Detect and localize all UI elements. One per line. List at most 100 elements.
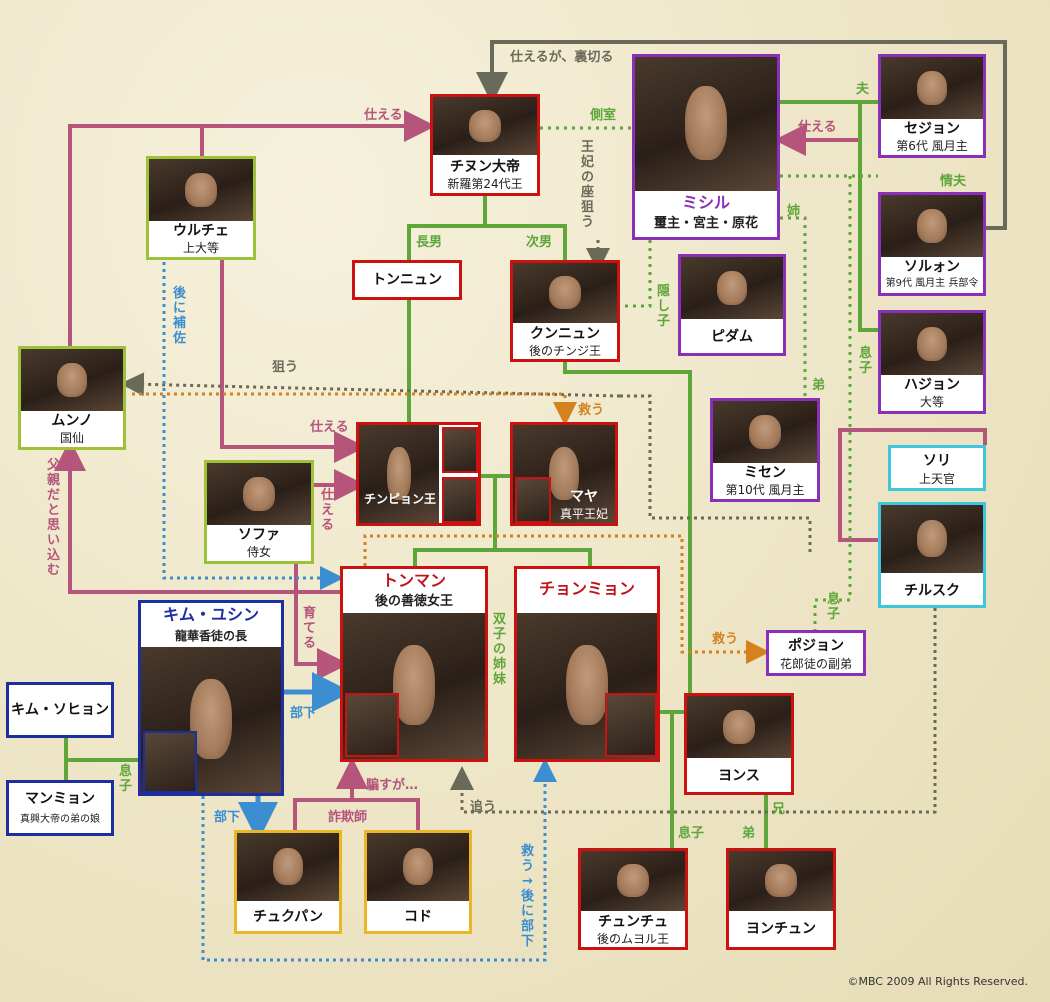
inset-portrait xyxy=(442,477,478,523)
line-to-cheonmyeong xyxy=(495,548,592,566)
card-godo[interactable]: コド xyxy=(364,830,472,934)
label-aim: 狙う xyxy=(272,360,299,375)
line-chase-upper xyxy=(620,394,812,555)
label-swindler: 詐欺師 xyxy=(328,810,368,825)
inset-portrait xyxy=(515,477,551,523)
portrait xyxy=(687,696,791,758)
label-subordinate: 部下 xyxy=(290,706,317,721)
copyright: ©MBC 2009 All Rights Reserved. xyxy=(847,975,1028,988)
line-thought-father xyxy=(54,439,340,594)
label-rescue-later: 救う→後に部下 xyxy=(520,844,534,949)
line-second-son xyxy=(485,224,567,260)
label-rescue: 救う xyxy=(712,632,739,647)
card-jinpyeong[interactable]: チンピョン王 xyxy=(356,422,481,526)
portrait xyxy=(729,851,833,911)
portrait xyxy=(713,401,817,463)
label-son: 息子 xyxy=(826,592,840,622)
line-yushin-parents xyxy=(64,738,138,762)
label-son: 息子 xyxy=(858,346,872,376)
line-son-bojong xyxy=(813,176,852,630)
inset-portrait xyxy=(605,693,657,757)
card-jukbang[interactable]: チュクパン xyxy=(234,830,342,934)
label-serve-betray: 仕えるが、裏切る xyxy=(510,50,614,65)
card-manmyeong[interactable]: マンミョン 真興大帝の弟の娘 xyxy=(6,780,114,836)
card-sohwa[interactable]: ソファ 侍女 xyxy=(204,460,314,564)
label-older-brother: 兄 xyxy=(772,802,786,817)
label-chase: 追う xyxy=(470,800,497,815)
card-geumnyun[interactable]: クンニュン 後のチンジ王 xyxy=(510,260,620,362)
line-eulje-serve xyxy=(220,260,366,463)
inset-portrait xyxy=(143,731,197,793)
label-raise: 育てる xyxy=(302,606,316,651)
label-deceive: 騙すが… xyxy=(366,778,419,793)
label-twins: 双子の姉妹 xyxy=(492,612,506,687)
line-successor-aide xyxy=(162,262,344,590)
portrait xyxy=(237,833,339,901)
label-son: 息子 xyxy=(678,826,705,841)
line-rescue-maya xyxy=(132,392,577,426)
card-yushin[interactable]: キム・ユシン 龍華香徒の長 xyxy=(138,600,284,796)
portrait xyxy=(513,263,617,323)
label-serve: 仕える xyxy=(798,120,837,135)
label-serve: 仕える xyxy=(320,488,334,533)
label-sister: 姉 xyxy=(786,204,800,219)
line-eldest-son xyxy=(407,196,487,262)
card-misaeng[interactable]: ミセン 第10代 風月主 xyxy=(710,398,820,502)
card-maya[interactable]: マヤ 真平王妃 xyxy=(510,422,618,526)
label-hidden-child: 隠し子 xyxy=(656,284,670,329)
card-chinhung[interactable]: チヌン大帝 新羅第24代王 xyxy=(430,94,540,196)
label-lover: 情夫 xyxy=(940,174,967,189)
line-chilsuk xyxy=(838,428,987,542)
portrait xyxy=(517,613,657,759)
line-to-deokman xyxy=(413,476,497,566)
card-bidam[interactable]: ピダム xyxy=(678,254,786,356)
label-younger-brother: 弟 xyxy=(742,826,756,841)
card-bojong[interactable]: ポジョン 花郎徒の副弟 xyxy=(766,630,866,676)
card-eulje[interactable]: ウルチェ 上大等 xyxy=(146,156,256,260)
portrait xyxy=(359,425,439,523)
line-aim xyxy=(120,372,621,398)
line-raise xyxy=(294,564,349,680)
portrait xyxy=(21,349,123,411)
portrait xyxy=(367,833,469,901)
label-son: 息子 xyxy=(118,764,132,794)
card-sori[interactable]: ソリ 上天官 xyxy=(888,445,986,491)
portrait xyxy=(881,195,983,257)
portrait xyxy=(433,97,537,155)
portrait xyxy=(581,851,685,911)
card-yongsu[interactable]: ヨンス xyxy=(684,693,794,795)
line-hajong-serve xyxy=(774,124,862,160)
portrait xyxy=(881,505,983,573)
card-dongnyun[interactable]: トンニュン xyxy=(352,260,462,300)
line-sister-brother xyxy=(780,216,807,420)
label-thought-father: 父親だと思い込む xyxy=(46,458,60,578)
card-sejong[interactable]: セジョン 第6代 風月主 xyxy=(878,54,986,158)
card-mishil[interactable]: ミシル 璽主・宮主・原花 xyxy=(632,54,780,240)
label-husband: 夫 xyxy=(856,82,870,97)
card-chunchu[interactable]: チュンチュ 後のムヨル王 xyxy=(578,848,688,950)
portrait xyxy=(207,463,311,525)
inset-portrait xyxy=(442,427,478,473)
label-second-son: 次男 xyxy=(526,235,553,250)
label-serve: 仕える xyxy=(364,108,403,123)
line-chase xyxy=(450,608,937,814)
line-munno-serve xyxy=(68,110,436,346)
card-yongchun[interactable]: ヨンチュン xyxy=(726,848,836,950)
card-deokman[interactable]: トンマン 後の善徳女王 xyxy=(340,566,488,762)
card-cheonmyeong[interactable]: チョンミョン xyxy=(514,566,660,762)
card-hajong[interactable]: ハジョン 大等 xyxy=(878,310,986,414)
label-younger-brother: 弟 xyxy=(812,378,826,393)
portrait xyxy=(881,313,983,375)
portrait xyxy=(881,57,983,119)
label-consort: 側室 xyxy=(590,108,617,123)
portrait xyxy=(149,159,253,221)
card-seolwon[interactable]: ソルォン 第9代 風月主 兵部令 xyxy=(878,192,986,296)
card-seohyeon[interactable]: キム・ソヒョン xyxy=(6,682,114,738)
card-chilsuk[interactable]: チルスク xyxy=(878,502,986,608)
label-eldest-son: 長男 xyxy=(416,235,443,250)
card-munno[interactable]: ムンノ 国仙 xyxy=(18,346,126,450)
label-aim-queen: 王妃の座狙う xyxy=(580,140,594,230)
portrait xyxy=(635,57,777,191)
line-hidden-child xyxy=(620,240,652,308)
